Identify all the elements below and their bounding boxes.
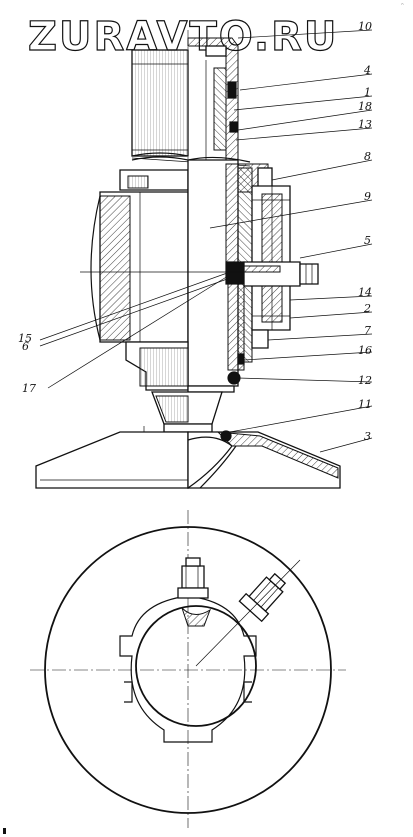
callout-12: 12 <box>358 374 372 387</box>
callout-16-right: 16 <box>358 344 372 357</box>
callout-1: 1 <box>364 86 371 99</box>
callout-8: 8 <box>364 150 371 163</box>
callout-6: 6 <box>22 340 29 353</box>
callout-2: 2 <box>363 302 371 315</box>
callout-13: 13 <box>358 118 372 131</box>
callout-18: 18 <box>358 100 372 113</box>
corner-mark: ᵔ <box>401 2 404 10</box>
callout-10: 10 <box>358 20 372 33</box>
callout-14: 14 <box>358 286 372 299</box>
callout-5: 5 <box>364 234 371 247</box>
callout-labels: 10 4 1 18 13 8 9 5 14 2 7 16 12 11 3 15 … <box>18 20 372 443</box>
plan-view <box>30 510 346 828</box>
callout-11: 11 <box>358 398 372 411</box>
callout-3: 3 <box>364 430 371 443</box>
callout-15: 15 <box>18 332 32 345</box>
corner-tick <box>3 828 6 834</box>
callout-7: 7 <box>364 324 371 337</box>
watermark-text: ZURAVTO.RU <box>28 14 338 60</box>
callout-17: 17 <box>22 382 36 395</box>
callout-9: 9 <box>364 190 371 203</box>
section-view <box>35 30 341 492</box>
leader-lines <box>39 29 373 453</box>
callout-4: 4 <box>363 64 371 77</box>
